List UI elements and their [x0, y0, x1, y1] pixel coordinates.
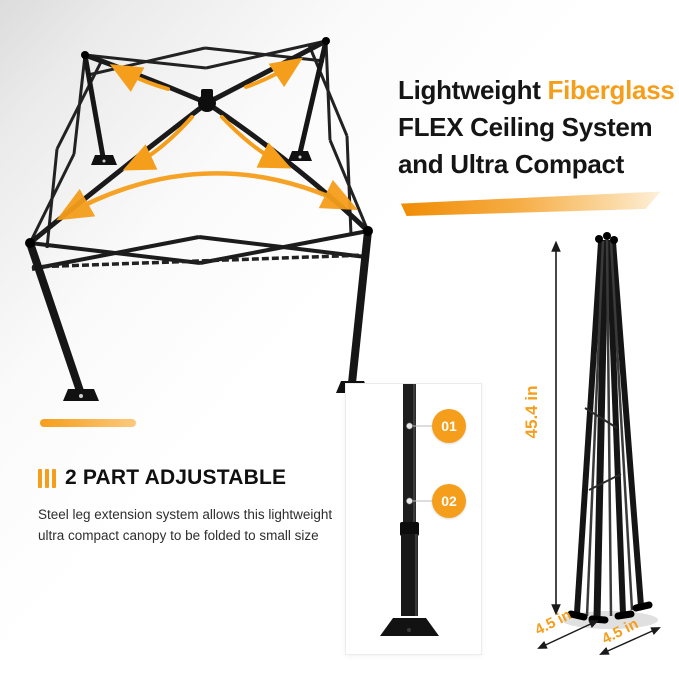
canopy-legs — [26, 40, 372, 393]
callout-01: 01 — [432, 409, 466, 443]
canopy-frame-illustration — [25, 37, 373, 401]
folded-feet — [567, 601, 653, 624]
feature-title-row: 2 PART ADJUSTABLE — [38, 466, 350, 490]
corner-joint — [81, 51, 89, 59]
front-rope-bar — [31, 253, 367, 269]
headline-line1: Lightweight Fiberglass — [398, 72, 676, 109]
headline-line1-black: Lightweight — [398, 75, 548, 105]
headline: Lightweight Fiberglass FLEX Ceiling Syst… — [398, 72, 676, 183]
corner-joint — [322, 37, 330, 45]
inner-poles — [585, 239, 634, 617]
pin-hole — [405, 497, 413, 505]
height-dimension-label: 45.4 in — [522, 385, 541, 439]
ceiling-ribs — [27, 38, 371, 246]
leg-detail-card: 01 02 — [345, 383, 482, 655]
center-hub — [198, 94, 216, 112]
feature-desc-line2: ultra compact canopy to be folded to sma… — [38, 528, 319, 543]
folded-top-hub — [595, 232, 618, 244]
feature-title: 2 PART ADJUSTABLE — [65, 466, 287, 489]
callout-02-label: 02 — [441, 493, 457, 509]
feature-description: Steel leg extension system allows this l… — [38, 504, 350, 546]
feature-section: 2 PART ADJUSTABLE Steel leg extension sy… — [38, 466, 350, 546]
pin-hole — [405, 422, 413, 430]
leg-foot-plate — [380, 618, 439, 636]
headline-line2: FLEX Ceiling System — [398, 112, 653, 142]
flex-arc-icon — [56, 171, 359, 221]
feature-bars-icon — [38, 468, 56, 488]
callout-02: 02 — [432, 484, 466, 518]
base-width-dimension-line — [537, 620, 599, 649]
corner-joint — [25, 238, 35, 248]
base-depth-dimension-line — [599, 627, 661, 655]
truss-bars — [28, 39, 370, 249]
cross-struts — [584, 407, 622, 491]
leg-joint-sleeve — [400, 522, 419, 536]
headline-line1-orange: Fiberglass — [547, 75, 675, 105]
corner-joint — [363, 226, 373, 236]
feature-desc-line1: Steel leg extension system allows this l… — [38, 507, 333, 522]
leg-extension-illustration — [380, 384, 439, 636]
section-accent-bar — [40, 419, 136, 427]
callout-01-label: 01 — [441, 418, 457, 434]
headline-line3: and Ultra Compact — [398, 149, 625, 179]
flex-arrow-icon — [109, 57, 303, 171]
folded-canopy-illustration — [537, 232, 661, 655]
front-truss-bars — [29, 229, 369, 271]
